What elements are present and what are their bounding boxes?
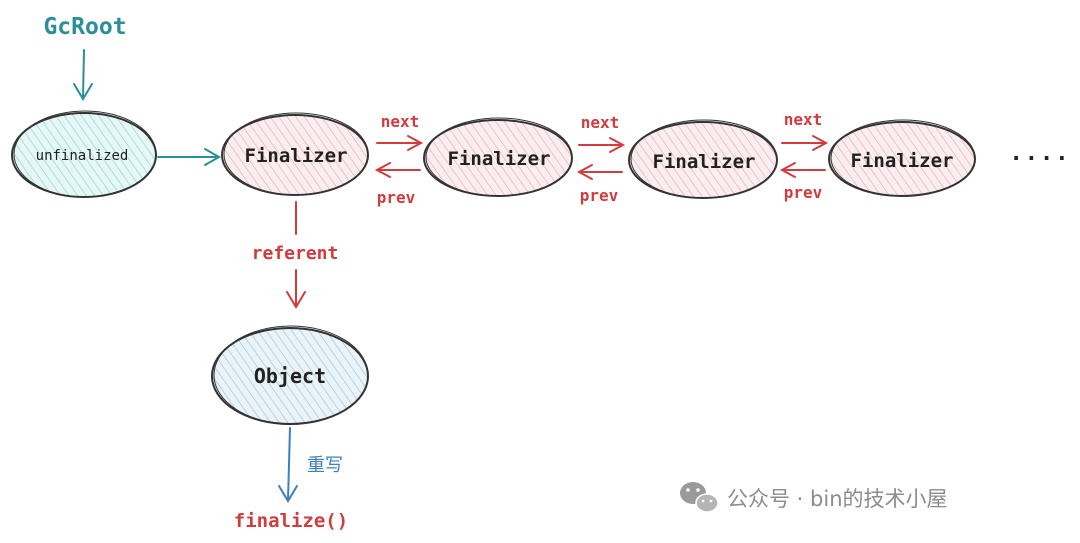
prev-arrow-2 xyxy=(576,164,623,180)
finalizer-node-3: Finalizer xyxy=(628,119,778,199)
finalize-method-label: finalize() xyxy=(234,510,348,532)
gc-root-label: GcRoot xyxy=(43,14,126,40)
object-label: Object xyxy=(254,364,326,388)
finalizer-label-1: Finalizer xyxy=(245,145,348,167)
prev-arrow-1 xyxy=(374,162,421,178)
wechat-icon xyxy=(680,482,719,513)
next-arrow-3 xyxy=(781,135,829,151)
finalizer-label-2: Finalizer xyxy=(448,148,551,170)
unfinalized-to-finalizer-arrow xyxy=(157,148,222,166)
finalizer-node-4: Finalizer xyxy=(828,119,976,197)
next-label-2: next xyxy=(581,113,620,132)
referent-arrow xyxy=(286,201,306,309)
override-label: 重写 xyxy=(307,455,343,476)
prev-arrow-3 xyxy=(779,162,826,178)
next-arrow-1 xyxy=(376,135,424,151)
finalizer-label-4: Finalizer xyxy=(851,150,954,172)
watermark-text: 公众号 · bin的技术小屋 xyxy=(727,487,948,511)
finalizer-label-3: Finalizer xyxy=(653,151,756,173)
finalizer-node-2: Finalizer xyxy=(423,117,573,197)
prev-label-2: prev xyxy=(580,186,619,205)
next-label-1: next xyxy=(381,112,420,131)
chain-ellipsis: ···· xyxy=(1010,147,1071,172)
referent-label: referent xyxy=(252,243,339,264)
prev-label-3: prev xyxy=(784,183,823,202)
unfinalized-node: unfinalized xyxy=(11,110,157,198)
override-arrow xyxy=(278,427,298,503)
gcroot-arrow xyxy=(73,49,93,101)
prev-label-1: prev xyxy=(377,188,416,207)
unfinalized-label: unfinalized xyxy=(36,148,129,164)
finalizer-node-1: Finalizer xyxy=(221,112,369,196)
object-node: Object xyxy=(211,325,369,425)
next-label-3: next xyxy=(784,110,823,129)
next-arrow-2 xyxy=(578,137,626,153)
